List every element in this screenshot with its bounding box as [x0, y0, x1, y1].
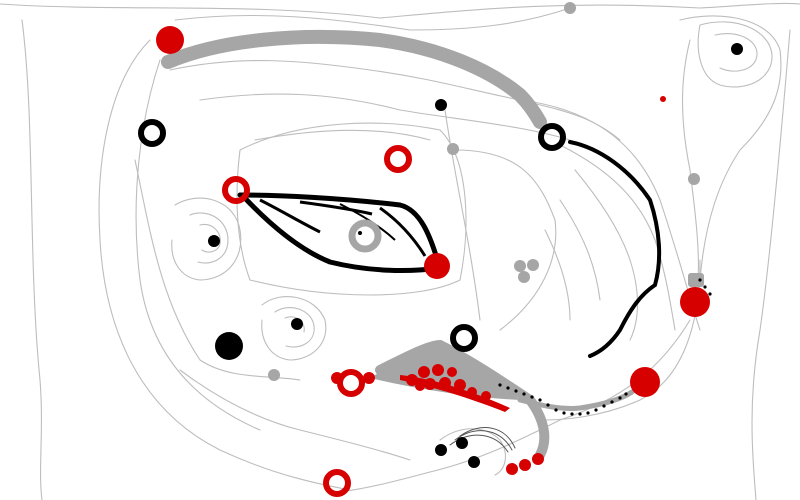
red-dot-cheek-right	[680, 287, 710, 317]
mouth-tail	[517, 389, 635, 411]
black-ring-nose	[450, 324, 478, 352]
cheek-black-line	[568, 140, 662, 358]
gray-dot-cheek	[268, 369, 280, 381]
black-ring-brow-end	[538, 123, 566, 151]
contour-face-outer	[98, 39, 351, 491]
contour-left-edge	[21, 19, 43, 500]
gray-dot-cluster-2	[527, 259, 539, 271]
chin-dot-red-3	[532, 453, 544, 465]
chin-hatch-2	[454, 430, 513, 451]
eye-lash-1	[259, 198, 321, 234]
contour-cheek-left	[134, 159, 301, 381]
brush-strokes	[161, 2, 704, 460]
chin-dot-red-1	[506, 463, 518, 475]
red-ring-chin	[323, 469, 351, 497]
red-ring-mouth-left	[337, 369, 365, 397]
chin-dot-black-2	[456, 437, 468, 449]
gray-square-ear	[688, 273, 704, 287]
contour-ear-left-inner	[199, 223, 221, 253]
contour-ear-right-2	[681, 39, 699, 281]
contour-nose-bridge	[444, 109, 481, 321]
black-dot-ear-low	[291, 318, 303, 330]
contour-cheek-right-3	[574, 169, 639, 341]
red-dot-ear-tr	[660, 96, 666, 102]
eye-outline-upper	[237, 192, 441, 265]
contour-top-edge	[0, 2, 800, 19]
eye-lash-2	[299, 200, 373, 216]
black-dot-forehead	[435, 99, 447, 111]
dotted-lines	[498, 278, 712, 416]
red-ring-eye-left	[222, 176, 250, 204]
contour-nose-side	[454, 149, 557, 331]
black-dot-ear-left	[208, 235, 220, 247]
red-dot-mouth-left-1	[331, 372, 343, 384]
red-dot-eye-right	[424, 253, 450, 279]
contour-eye-box-2	[254, 129, 431, 141]
chin-dot-black-3	[468, 456, 480, 468]
contour-lower-left	[179, 369, 411, 461]
contour-cheek-right-4	[559, 199, 601, 301]
contour-chin-swirl	[439, 428, 506, 476]
gray-dot-forehead	[447, 143, 459, 155]
brow-stroke	[161, 29, 547, 129]
contour-ear-tr-inner	[714, 33, 758, 72]
contour-ear-right	[679, 15, 782, 281]
chin-dot-red-2	[519, 459, 531, 471]
red-dot-mouth-left-2	[363, 372, 375, 384]
eye-lash-3	[379, 206, 427, 257]
eye-glyph	[237, 192, 443, 273]
contour-cheek-right-2	[559, 144, 676, 331]
gray-dot-top	[564, 2, 576, 14]
chin-dots	[435, 437, 544, 475]
contour-forehead-2	[169, 59, 621, 141]
black-dot-large	[215, 332, 243, 360]
red-dot-top-left	[156, 26, 184, 54]
gray-dot-cluster-3	[518, 271, 530, 283]
chin-hatch-1	[449, 434, 509, 453]
contour-right-edge	[751, 29, 791, 500]
eye-pupil	[358, 231, 362, 235]
gray-dot-cluster-1	[514, 260, 526, 272]
black-ring-left	[138, 119, 166, 147]
nose-lip-stroke	[375, 339, 550, 460]
contour-cheek-right-5	[544, 229, 571, 321]
red-marks	[156, 26, 710, 497]
contour-ear-left-outer	[171, 197, 242, 281]
contour-eye-box	[236, 122, 467, 296]
contour-ear-low-outer	[261, 296, 327, 361]
black-marks	[138, 43, 743, 360]
chin-dot-black-1	[435, 444, 447, 456]
contour-ear-low-mid	[274, 307, 315, 348]
eye-iris	[348, 219, 382, 253]
red-ring-forehead	[384, 145, 412, 173]
contour-forehead-1	[174, 7, 571, 31]
gray-dot-right	[688, 173, 700, 185]
contour-ear-tr-outer	[697, 21, 773, 88]
chin-hatch-3	[459, 427, 516, 449]
contour-ear-left-mid	[189, 212, 229, 264]
contour-forehead-3	[199, 93, 571, 141]
mouth-gray-fill	[370, 345, 520, 400]
eye-outline-lower	[239, 192, 443, 273]
red-dot-jaw	[630, 367, 660, 397]
contour-cheek-right-1	[519, 99, 701, 331]
black-dot-ear-tr	[731, 43, 743, 55]
lips-glyph	[400, 364, 510, 412]
